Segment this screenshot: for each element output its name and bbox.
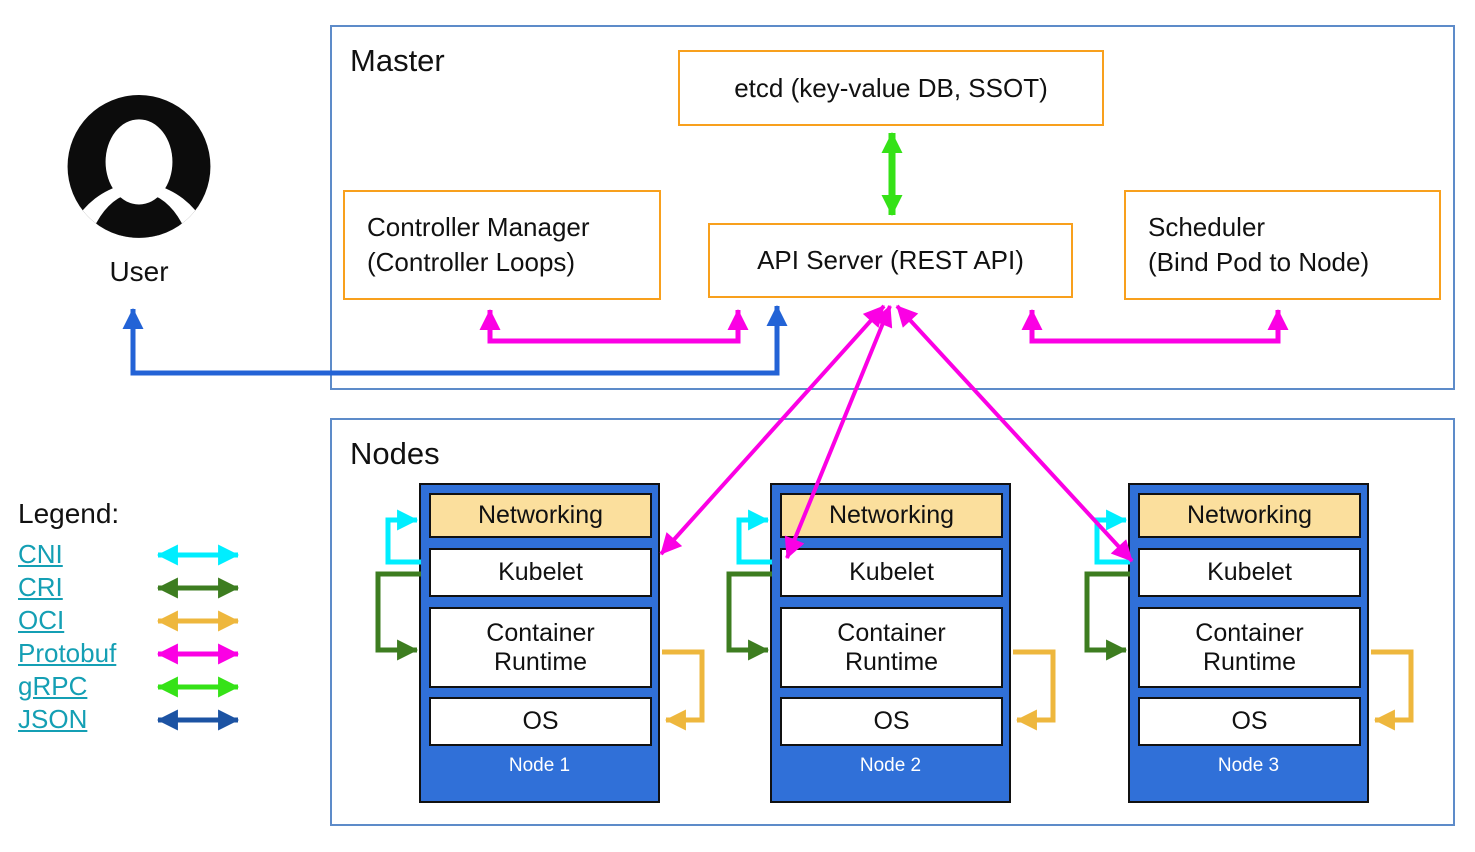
master-title: Master bbox=[350, 43, 445, 78]
nodes-box: Nodes bbox=[330, 418, 1455, 826]
oci-bracket-arrow bbox=[662, 649, 705, 731]
kubelet-layer: Kubelet bbox=[780, 548, 1003, 597]
networking-layer: Networking bbox=[1138, 493, 1361, 538]
legend-arrow-json bbox=[156, 709, 240, 731]
cni-bracket-arrow bbox=[736, 509, 772, 565]
legend-arrow-cri bbox=[156, 577, 240, 599]
cri-bracket-arrow bbox=[1084, 571, 1130, 661]
cri-bracket-arrow bbox=[726, 571, 772, 661]
node-stack-3: Networking Kubelet Container Runtime OS … bbox=[1084, 483, 1414, 803]
etcd-label: etcd (key-value DB, SSOT) bbox=[734, 72, 1048, 103]
kubelet-layer: Kubelet bbox=[1138, 548, 1361, 597]
legend-arrow-protobuf bbox=[156, 643, 240, 665]
legend-link-oci[interactable]: OCI bbox=[18, 605, 65, 635]
container-runtime-layer: Container Runtime bbox=[429, 607, 652, 688]
controller-manager-label-line2: (Controller Loops) bbox=[367, 247, 576, 277]
master-box: Master bbox=[330, 25, 1455, 390]
legend-arrow-oci bbox=[156, 610, 240, 632]
node-stack-2: Networking Kubelet Container Runtime OS … bbox=[726, 483, 1056, 803]
nodes-title: Nodes bbox=[350, 436, 440, 471]
legend-link-json[interactable]: JSON bbox=[18, 704, 88, 734]
scheduler-box: Scheduler (Bind Pod to Node) bbox=[1124, 190, 1441, 300]
node-label: Node 2 bbox=[859, 755, 922, 776]
scheduler-label-line2: (Bind Pod to Node) bbox=[1148, 247, 1370, 277]
node-label: Node 3 bbox=[1217, 755, 1280, 776]
user-label: User bbox=[109, 256, 169, 287]
container-runtime-layer: Container Runtime bbox=[780, 607, 1003, 688]
legend-link-cri[interactable]: CRI bbox=[18, 572, 63, 602]
api-server-label: API Server (REST API) bbox=[757, 245, 1024, 275]
controller-manager-label-line1: Controller Manager bbox=[367, 212, 590, 243]
etcd-box: etcd (key-value DB, SSOT) bbox=[678, 50, 1104, 126]
legend-row: OCI bbox=[18, 604, 288, 637]
legend-items: CNI CRI OCI Protobuf gRPC JSON bbox=[18, 538, 288, 736]
container-runtime-layer: Container Runtime bbox=[1138, 607, 1361, 688]
legend-arrow-cni bbox=[156, 544, 240, 566]
legend-row: CRI bbox=[18, 571, 288, 604]
legend-row: CNI bbox=[18, 538, 288, 571]
oci-bracket-arrow bbox=[1371, 649, 1414, 731]
os-layer: OS bbox=[1138, 697, 1361, 746]
legend-arrow-grpc bbox=[156, 676, 240, 698]
cni-bracket-arrow bbox=[1094, 509, 1130, 565]
cri-bracket-arrow bbox=[375, 571, 421, 661]
cni-bracket-arrow bbox=[385, 509, 421, 565]
node-protocol-arrows bbox=[375, 509, 705, 731]
os-layer: OS bbox=[429, 697, 652, 746]
kubelet-layer: Kubelet bbox=[429, 548, 652, 597]
legend-link-cni[interactable]: CNI bbox=[18, 539, 63, 569]
node-stack-1: Networking Kubelet Container Runtime OS … bbox=[375, 483, 705, 803]
oci-bracket-arrow bbox=[1013, 649, 1056, 731]
user-icon bbox=[67, 95, 211, 238]
legend-link-grpc[interactable]: gRPC bbox=[18, 671, 88, 701]
networking-layer: Networking bbox=[780, 493, 1003, 538]
legend-row: Protobuf bbox=[18, 637, 288, 670]
legend-row: gRPC bbox=[18, 670, 288, 703]
node-label: Node 1 bbox=[508, 755, 571, 776]
legend: Legend: CNI CRI OCI Protobuf gRPC JSON bbox=[18, 498, 288, 736]
networking-layer: Networking bbox=[429, 493, 652, 538]
api-server-box: API Server (REST API) bbox=[708, 223, 1073, 298]
scheduler-label-line1: Scheduler bbox=[1148, 212, 1266, 243]
controller-manager-box: Controller Manager (Controller Loops) bbox=[343, 190, 661, 300]
legend-title: Legend: bbox=[18, 498, 120, 529]
legend-row: JSON bbox=[18, 703, 288, 736]
legend-link-protobuf[interactable]: Protobuf bbox=[18, 638, 117, 668]
os-layer: OS bbox=[780, 697, 1003, 746]
